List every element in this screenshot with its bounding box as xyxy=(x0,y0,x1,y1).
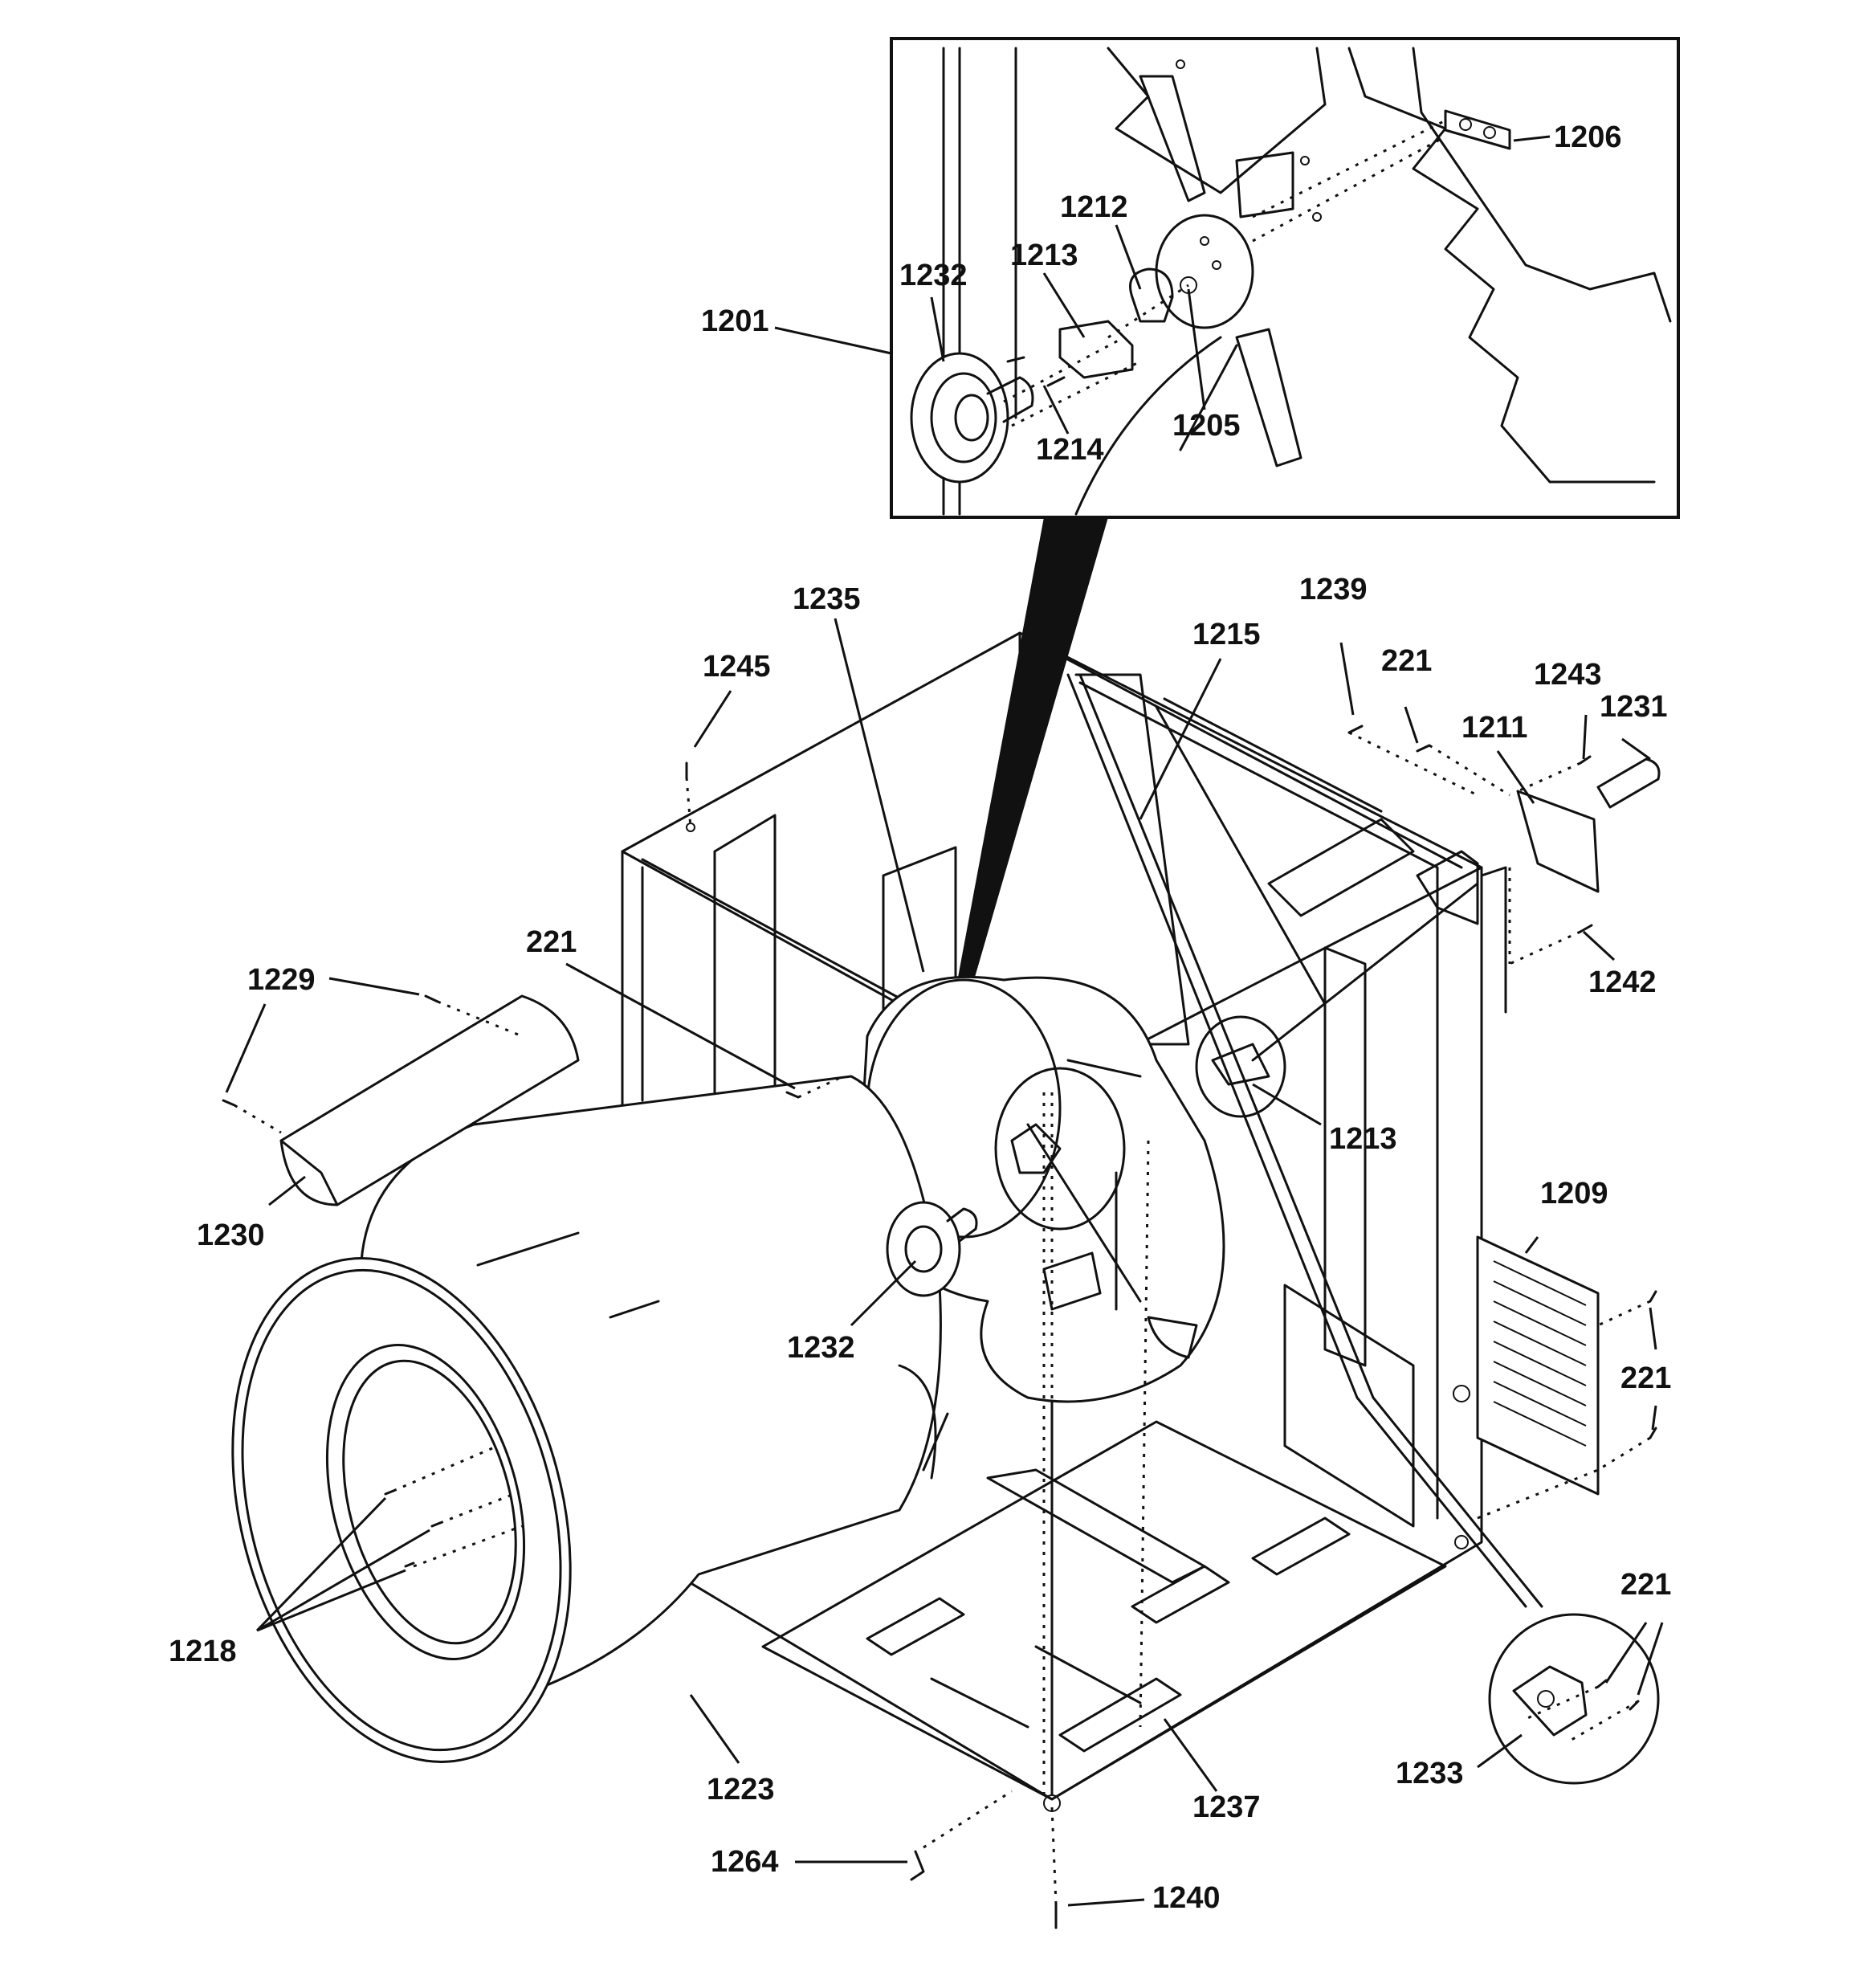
callout-221-left: 221 xyxy=(526,925,577,959)
callout-1237: 1237 xyxy=(1192,1790,1261,1824)
callout-1212: 1212 xyxy=(1060,190,1128,224)
callout-labels: 1201 1206 1212 1213 1232 1214 1205 1235 … xyxy=(169,120,1671,1915)
callout-1213-inset: 1213 xyxy=(1010,239,1078,272)
callout-1205: 1205 xyxy=(1172,409,1241,443)
callout-1231: 1231 xyxy=(1600,690,1668,724)
thermostat xyxy=(1596,757,1661,809)
callout-1214: 1214 xyxy=(1036,433,1104,467)
callout-1206: 1206 xyxy=(1554,120,1622,154)
callout-1264: 1264 xyxy=(711,1845,779,1879)
assembly-lines xyxy=(234,731,1651,1904)
callout-1230: 1230 xyxy=(197,1219,265,1252)
callout-1211: 1211 xyxy=(1461,711,1527,745)
screws xyxy=(222,725,1657,1929)
callout-1239: 1239 xyxy=(1299,573,1368,606)
callout-1218: 1218 xyxy=(169,1635,237,1668)
callout-1201: 1201 xyxy=(701,304,769,338)
callout-221-right: 221 xyxy=(1620,1361,1671,1395)
detail-circle-1233 xyxy=(1488,1613,1660,1785)
callout-1245: 1245 xyxy=(703,650,771,684)
callout-1223: 1223 xyxy=(707,1773,775,1806)
bracket-plate xyxy=(1516,790,1600,893)
baffle xyxy=(279,994,580,1206)
inset-detail xyxy=(890,37,1680,519)
callout-1233: 1233 xyxy=(1396,1757,1464,1790)
drum xyxy=(231,1075,949,1763)
callout-221-bottom: 221 xyxy=(1620,1568,1671,1602)
callout-1215: 1215 xyxy=(1192,618,1261,651)
callout-1243: 1243 xyxy=(1534,658,1602,692)
callout-1232: 1232 xyxy=(787,1331,855,1365)
callout-1240: 1240 xyxy=(1152,1881,1221,1915)
callout-1209: 1209 xyxy=(1540,1177,1608,1210)
leader-lines xyxy=(225,135,1664,1907)
callout-1213: 1213 xyxy=(1329,1122,1397,1156)
callout-1235: 1235 xyxy=(793,582,861,616)
vent-panel xyxy=(1476,1235,1600,1496)
callout-1229: 1229 xyxy=(247,963,316,997)
callout-221-top: 221 xyxy=(1381,644,1432,678)
callout-1242: 1242 xyxy=(1588,965,1657,999)
callout-1232-inset: 1232 xyxy=(899,259,968,292)
